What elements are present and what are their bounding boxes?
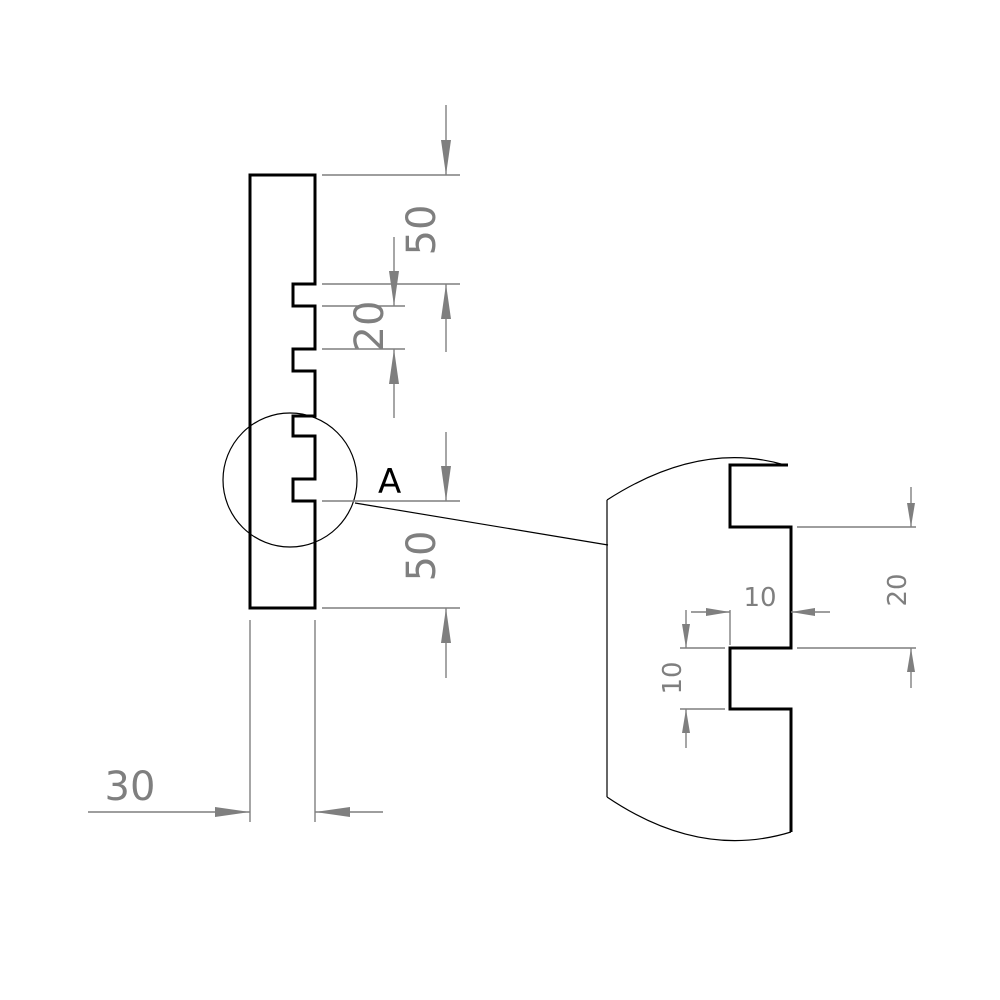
dimension-text-bottom-50: 50 [399,531,445,582]
main-part-outline [248,173,317,610]
dimension-text-top-50: 50 [399,205,445,256]
detail-circle [222,412,358,548]
dimension-top-50: 50 [322,105,460,352]
dimension-pitch-20: 20 [322,237,405,418]
detail-dimension-20: 20 [797,487,916,688]
detail-dimension-depth-10: 10 [691,583,830,645]
detail-dimension-height-10: 10 [658,610,725,748]
dimension-text-width-30: 30 [105,764,156,810]
detail-leader-line [354,502,609,546]
dimension-text-pitch-20: 20 [347,301,393,352]
detail-view-a [606,457,793,842]
detail-dimension-text-depth-10: 10 [743,583,776,613]
detail-label: A [378,462,401,502]
dimension-bottom-50: 50 [322,432,460,678]
detail-dimension-text-20: 20 [883,573,913,606]
dimension-width-30: 30 [88,620,383,822]
detail-dimension-text-height-10: 10 [658,661,688,694]
